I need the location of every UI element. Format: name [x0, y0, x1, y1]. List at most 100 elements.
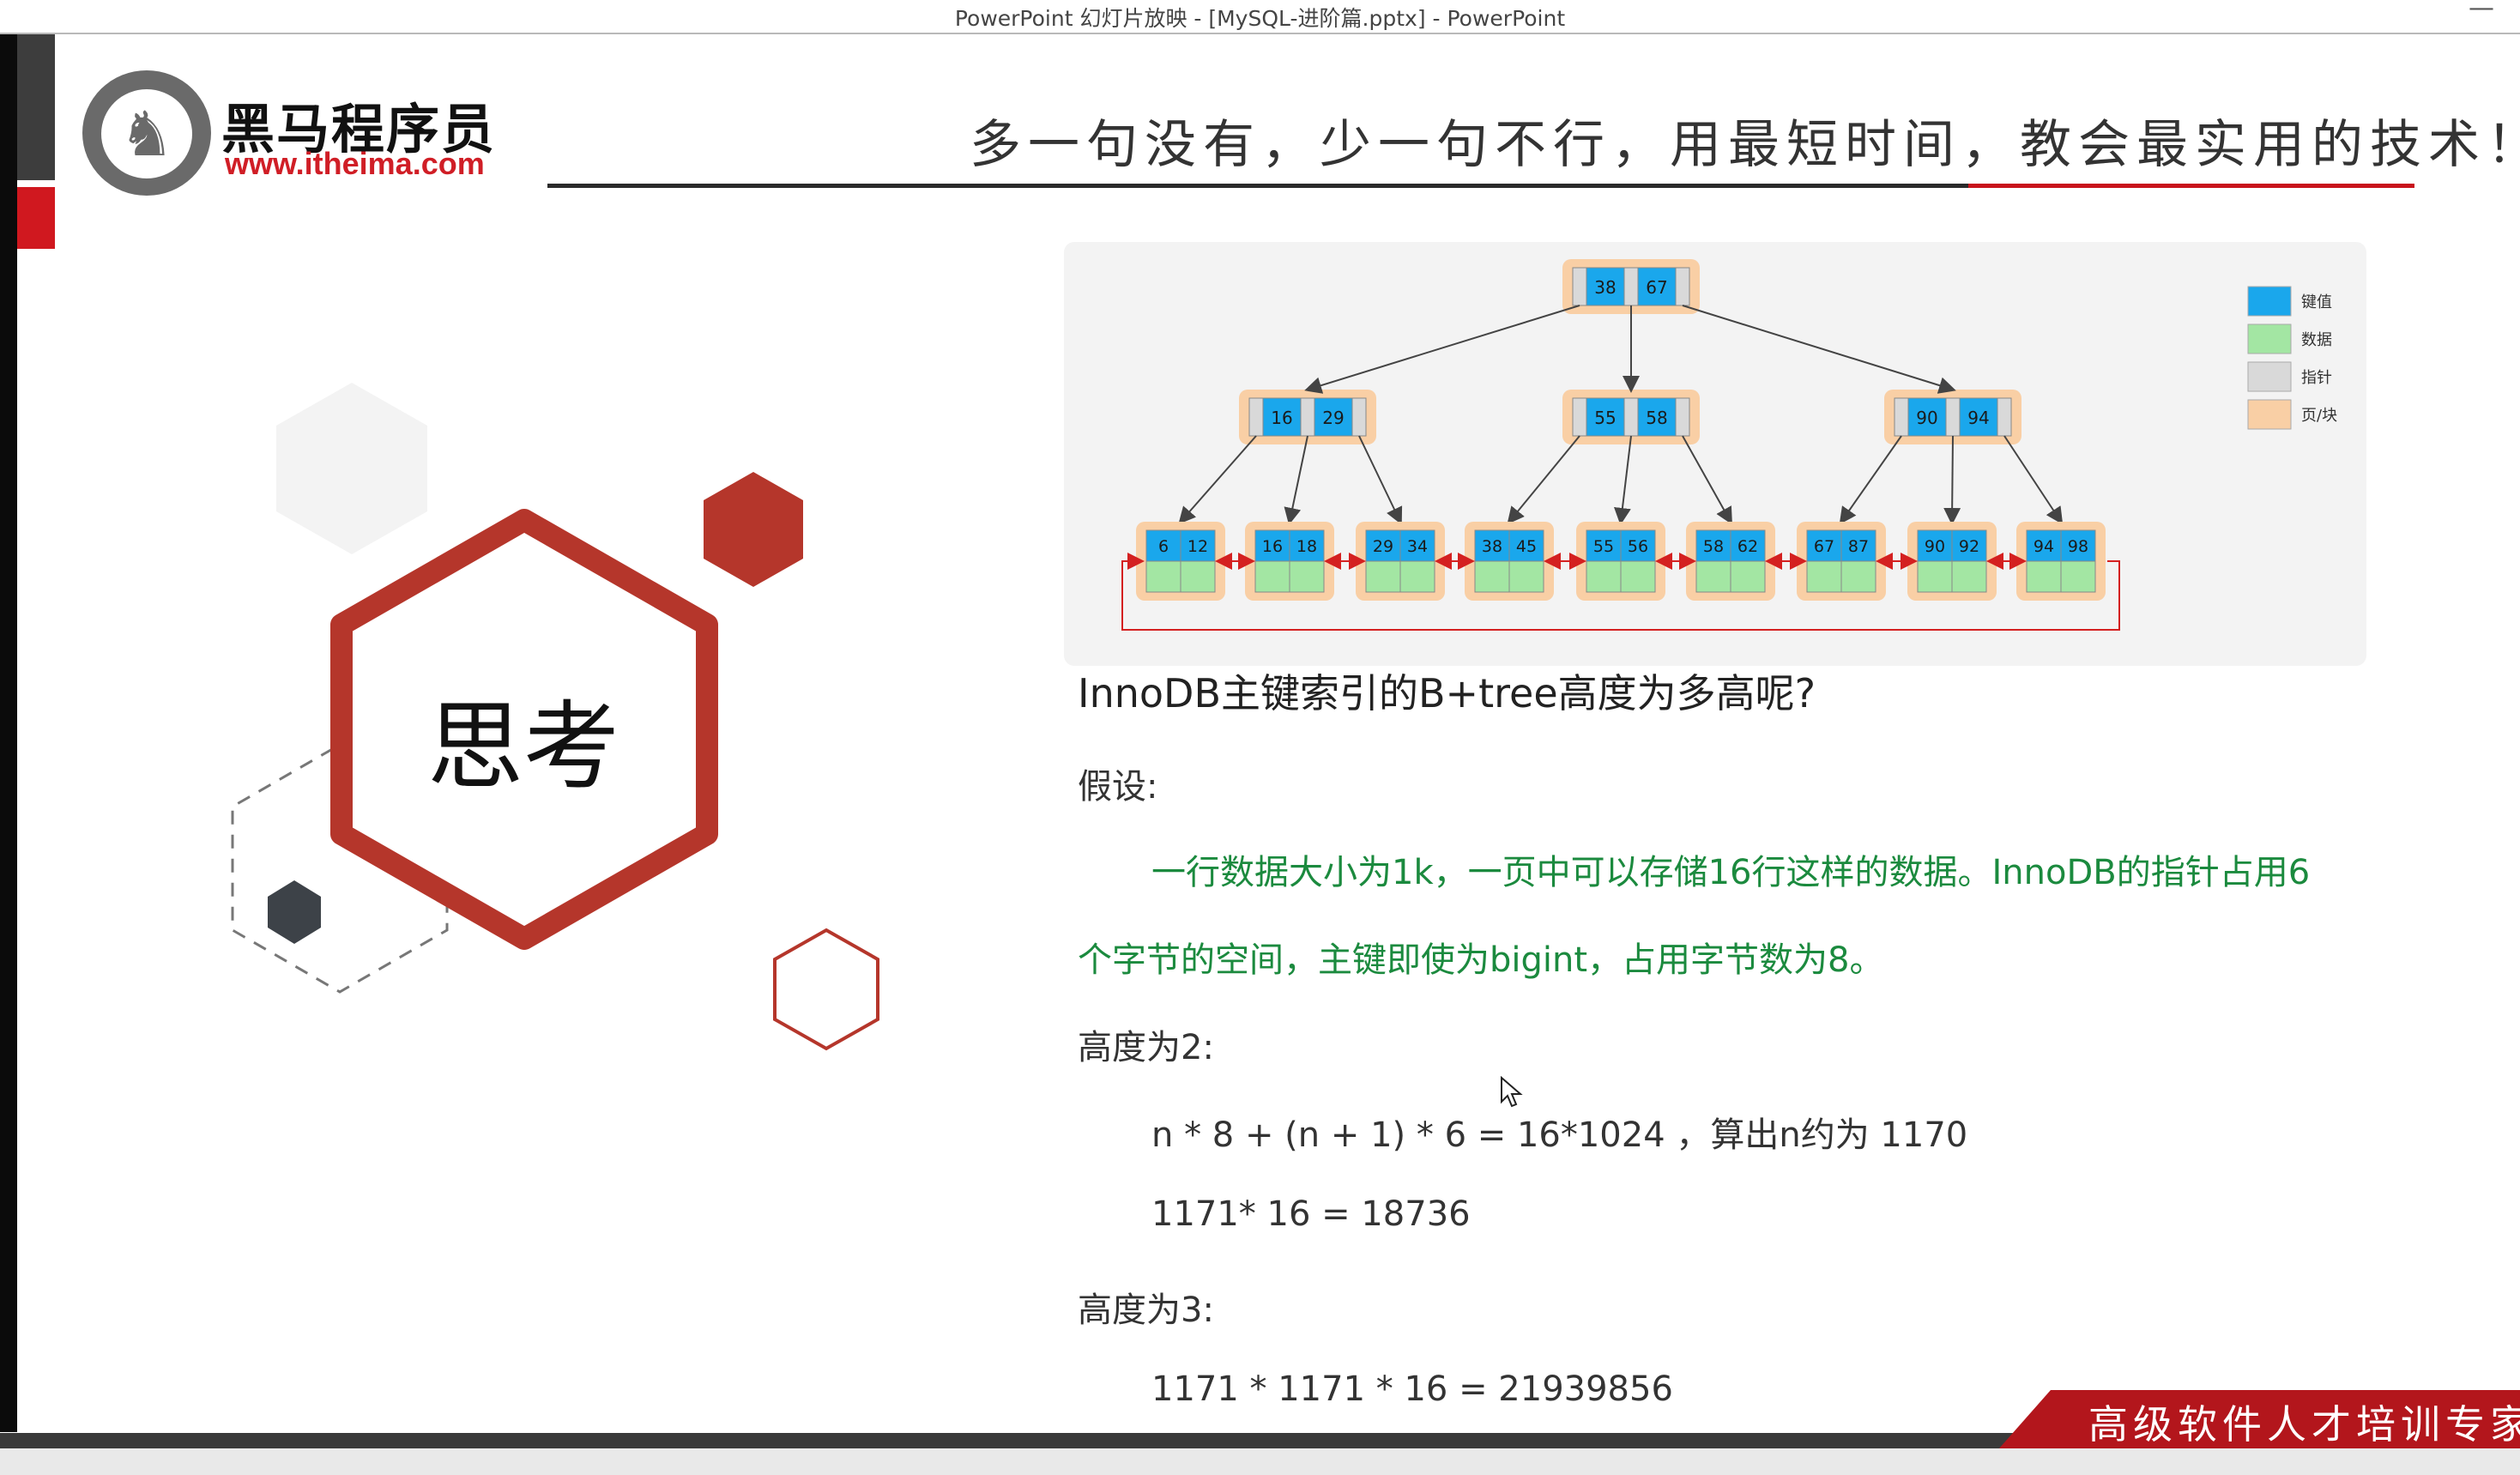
training-badge: 高级软件人才培训专家	[1999, 1390, 2520, 1448]
btree-leaf-node-key-label: 29	[1373, 537, 1393, 556]
btree-leaf-node-key-label: 94	[2034, 537, 2054, 556]
btree-leaf-node-data	[1586, 560, 1622, 593]
btree-root-node-key-label: 38	[1594, 277, 1616, 298]
btree-inner-node-pointer	[1675, 397, 1690, 437]
small-red-hexagon-shape	[704, 472, 803, 587]
minimize-button[interactable]: —	[2469, 0, 2494, 23]
btree-inner-node-key-label: 16	[1271, 408, 1292, 428]
height2-formula: n * 8 + (n + 1) * 6 = 16*1024 ，算出n约为 117…	[1151, 1115, 1968, 1155]
legend-label: 数据	[2301, 331, 2332, 349]
assume-label: 假设:	[1078, 767, 1158, 807]
btree-inner-node-key-label: 90	[1916, 408, 1937, 428]
btree-inner-node-pointer	[1248, 397, 1264, 437]
btree-edge	[1943, 435, 1961, 525]
btree-leaf-node-data	[1695, 560, 1731, 593]
btree-leaf-node-key-label: 38	[1482, 537, 1502, 556]
btree-inner-node-key-label: 29	[1322, 408, 1344, 428]
btree-leaf-node-data	[2060, 560, 2096, 593]
btree-leaf-node-key-label: 92	[1959, 537, 1979, 556]
horse-head-icon: ♞	[82, 70, 211, 196]
window-title: PowerPoint 幻灯片放映 - [MySQL-进阶篇.pptx] - Po…	[954, 6, 1566, 31]
slide-bottom-bar	[0, 1433, 2520, 1448]
btree-inner-node-key	[1586, 397, 1625, 437]
btree-leaf-node-data	[1620, 560, 1656, 593]
legend-label: 页/块	[2301, 407, 2337, 425]
btree-root-node-key-label: 67	[1646, 277, 1667, 298]
btree-leaf-node-data	[1399, 560, 1435, 593]
btree-leaf-node-key	[1695, 529, 1731, 562]
btree-edge	[1613, 435, 1632, 525]
height2-label: 高度为2:	[1078, 1028, 1214, 1067]
btree-leaf-node-key-label: 55	[1593, 537, 1614, 556]
btree-leaf-node-data	[1180, 560, 1216, 593]
btree-inner-node-key-label: 58	[1646, 408, 1667, 428]
faint-hexagon-shape	[276, 383, 427, 554]
btree-leaf-node-key-label: 6	[1158, 537, 1169, 556]
btree-inner-node-key	[1959, 397, 1998, 437]
btree-inner-node-key	[1637, 397, 1677, 437]
question-text: InnoDB主键索引的B+tree高度为多高呢?	[1078, 670, 1816, 716]
legend-swatch	[2247, 286, 2292, 317]
window-titlebar: PowerPoint 幻灯片放映 - [MySQL-进阶篇.pptx] - Po…	[0, 0, 2520, 34]
btree-leaf-node-data	[1365, 560, 1401, 593]
btree-leaf-node-key	[1917, 529, 1953, 562]
btree-root-node-pointer	[1675, 267, 1690, 306]
legend-swatch	[2247, 323, 2292, 354]
slide-side-bar-red	[17, 187, 55, 249]
btree-leaf-node-key-label: 16	[1262, 537, 1283, 556]
think-label: 思考	[427, 692, 619, 803]
btree-leaf-node-key-label: 58	[1703, 537, 1724, 556]
btree-edge	[1178, 435, 1257, 525]
legend-swatch	[2247, 399, 2292, 430]
btree-leaf-node-data	[1474, 560, 1510, 593]
hexagon-decoration	[231, 383, 879, 1051]
btree-leaf-node-data	[1289, 560, 1325, 593]
height3-label: 高度为3:	[1078, 1291, 1214, 1330]
assumption-line-1: 一行数据大小为1k，一页中可以存储16行这样的数据。InnoDB的指针占用6	[1151, 853, 2311, 892]
btree-leaf-node-key	[1289, 529, 1325, 562]
header-rule	[547, 184, 1968, 188]
btree-leaf-node-data	[1730, 560, 1766, 593]
btree-leaf-node-data	[1951, 560, 1987, 593]
legend-label: 键值	[2301, 293, 2332, 311]
btree-inner-node-key	[1314, 397, 1353, 437]
taskbar-strip	[0, 1448, 2520, 1475]
btree-edge	[1304, 305, 1580, 394]
btree-inner-node-key	[1907, 397, 1947, 437]
btree-leaf-node-key-label: 56	[1628, 537, 1648, 556]
btree-leaf-node-key-label: 34	[1407, 537, 1428, 556]
mouse-cursor-icon	[1501, 1076, 1523, 1108]
think-hexagon-shape	[330, 509, 718, 950]
btree-leaf-node-key-label: 87	[1848, 537, 1869, 556]
btree-leaf-node-key	[1145, 529, 1181, 562]
btree-leaf-node-key	[1840, 529, 1876, 562]
header-rule-accent	[1968, 184, 2414, 188]
btree-leaf-node-key-label: 98	[2068, 537, 2088, 556]
btree-inner-node-pointer	[1572, 397, 1587, 437]
btree-inner-node-pointer	[1997, 397, 2012, 437]
btree-inner-node-pointer	[1945, 397, 1961, 437]
legend-swatch	[2247, 361, 2292, 392]
btree-inner-node-pointer	[1351, 397, 1367, 437]
btree-root-node-pointer	[1623, 267, 1639, 306]
btree-leaf-node-key-label: 90	[1925, 537, 1945, 556]
btree-leaf-node-key	[2026, 529, 2062, 562]
btree-leaf-node-data	[1254, 560, 1290, 593]
btree-leaf-node-key	[1951, 529, 1987, 562]
outline-red-hexagon-shape	[773, 928, 879, 1051]
legend-label: 指针	[2301, 369, 2332, 387]
btree-leaf-node-data	[1145, 560, 1181, 593]
assumption-line-2: 个字节的空间，主键即使为bigint，占用字节数为8。	[1078, 940, 1884, 980]
btree-leaf-node-key-label: 45	[1516, 537, 1537, 556]
badge-text: 高级软件人才培训专家	[2088, 1401, 2520, 1448]
btree-leaf-node-data	[1840, 560, 1876, 593]
btree-leaf-node-data	[2026, 560, 2062, 593]
height2-result: 1171* 16 = 18736	[1151, 1194, 1471, 1234]
btree-edge	[1839, 435, 1902, 525]
btree-leaf-node-key	[1586, 529, 1622, 562]
logo-url: www.itheima.com	[225, 146, 485, 181]
slide-slogan: 多一句没有，少一句不行，用最短时间，教会最实用的技术！	[970, 115, 2520, 175]
logo-name: 黑马程序员	[221, 98, 497, 160]
btree-edge	[1682, 305, 1956, 394]
